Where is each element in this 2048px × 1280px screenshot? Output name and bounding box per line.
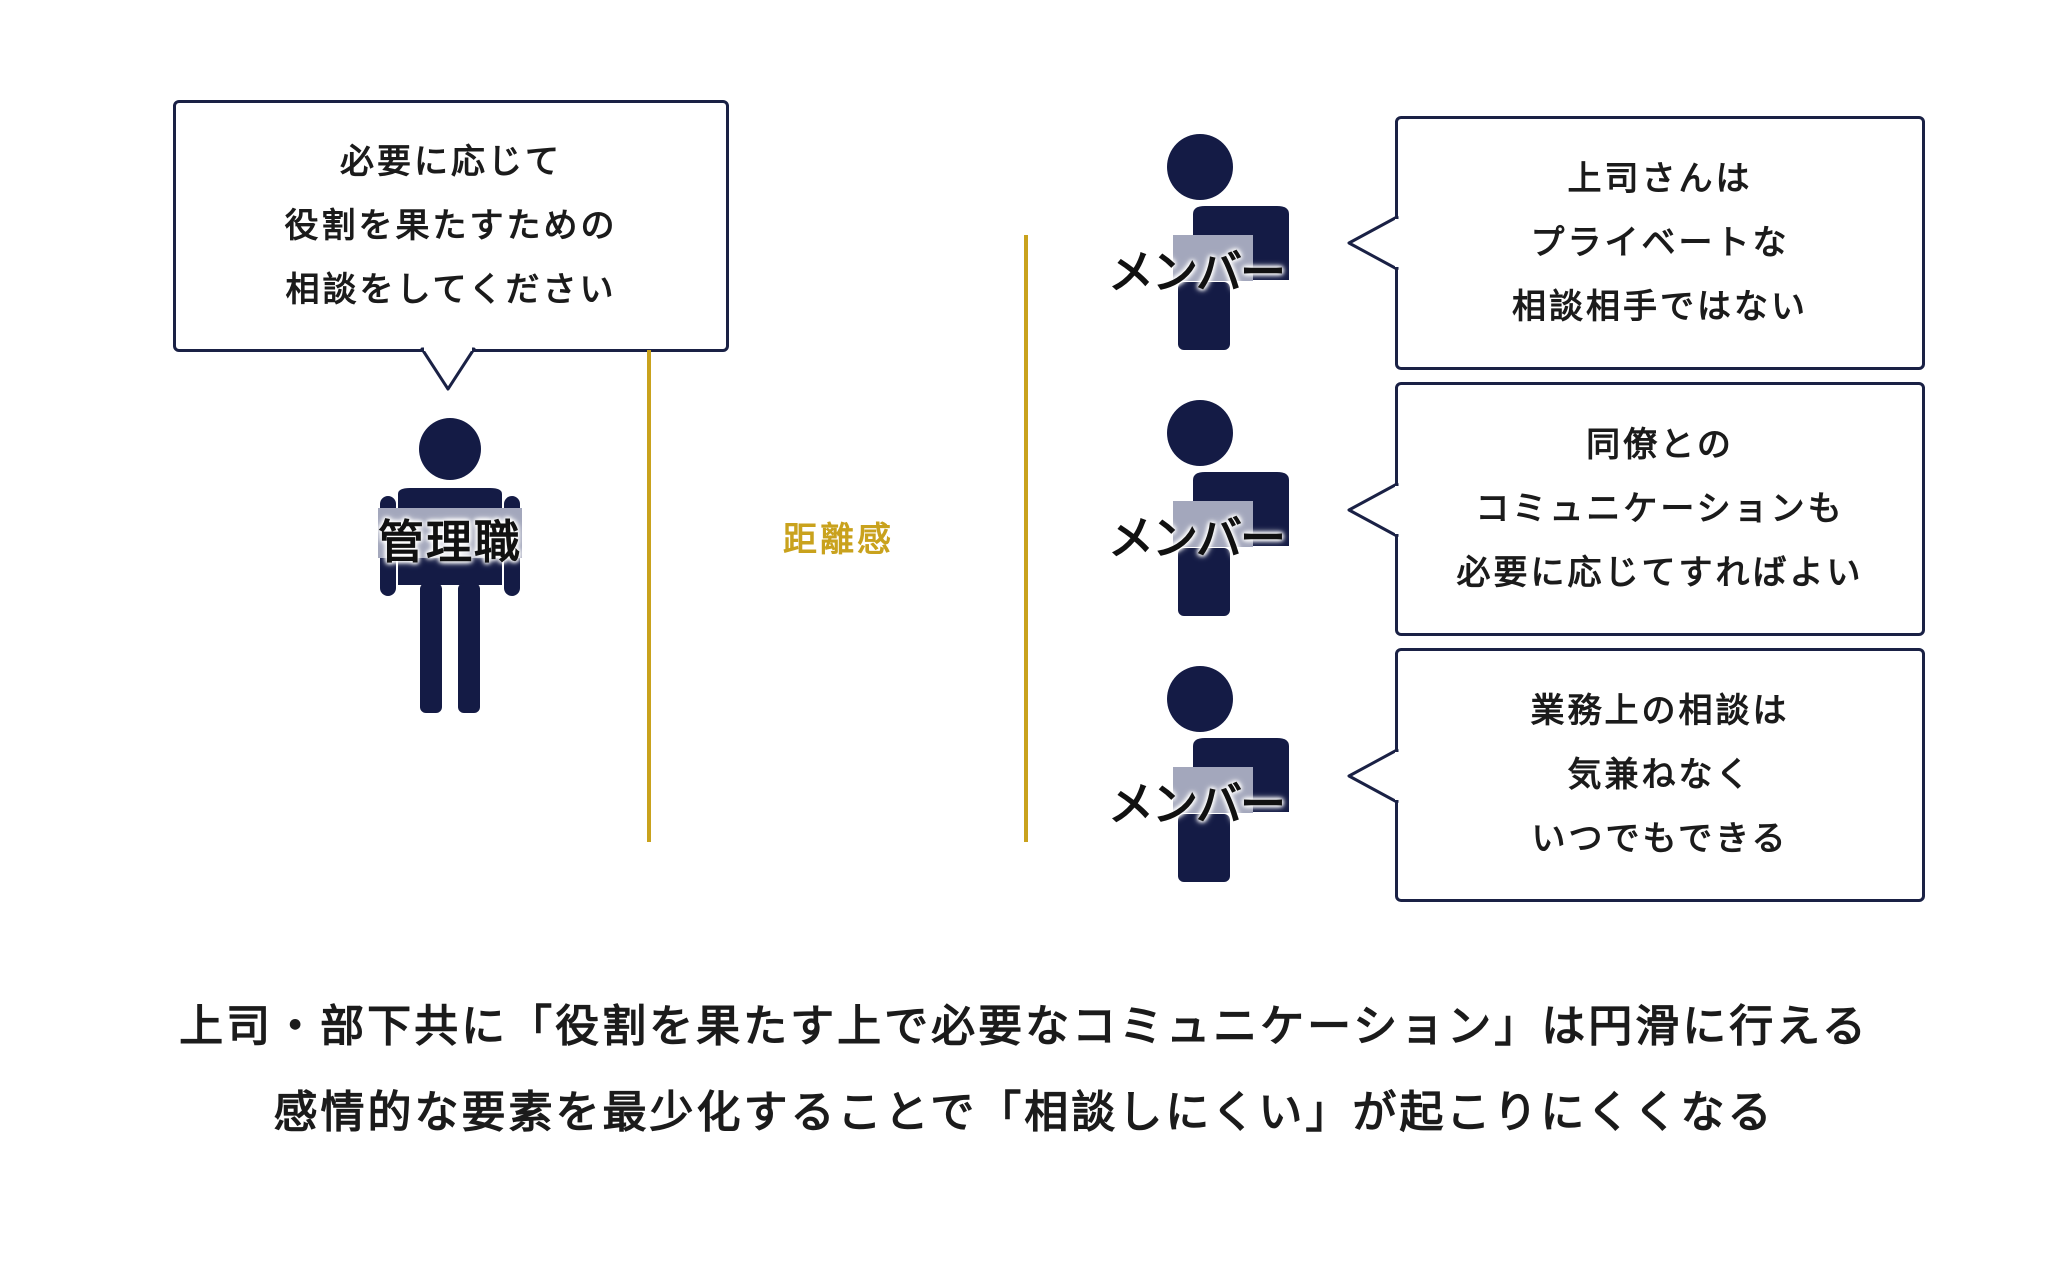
member-3-speech-bubble: 業務上の相談は 気兼ねなく いつでもできる: [1395, 648, 1925, 902]
member-2-bubble-tail: [1347, 482, 1401, 538]
member-1-bubble-line-2: プライベートな: [1530, 223, 1790, 263]
member-1-bubble-line-1: 上司さんは: [1567, 159, 1753, 199]
manager-label: 管理職: [378, 515, 522, 569]
manager-bubble-line-3: 相談をしてください: [285, 270, 617, 310]
manager-bubble-tail: [420, 345, 476, 391]
manager-bubble-line-1: 必要に応じて: [340, 142, 562, 182]
member-2-bubble-line-3: 必要に応じてすればよい: [1456, 553, 1864, 593]
divider-line-right: [1024, 235, 1028, 842]
member-1-bubble-tail: [1347, 215, 1401, 271]
divider-line-left: [647, 350, 651, 842]
member-2-bubble-line-2: コミュニケーションも: [1475, 489, 1845, 529]
manager-bubble-line-2: 役割を果たすための: [284, 206, 618, 246]
member-3-bubble-line-1: 業務上の相談は: [1530, 691, 1790, 731]
member-3-bubble-line-3: いつでもできる: [1531, 819, 1789, 859]
member-2-person-icon: [1167, 400, 1289, 616]
member-3-bubble-tail: [1347, 748, 1401, 804]
member-3-label: メンバー: [1108, 777, 1286, 831]
conclusion-line-1: 上司・部下共に「役割を果たす上で必要なコミュニケーション」は円滑に行える: [179, 1001, 1869, 1052]
member-2-speech-bubble: 同僚との コミュニケーションも 必要に応じてすればよい: [1395, 382, 1925, 636]
member-2-bubble-line-1: 同僚との: [1586, 425, 1734, 465]
distance-label: 距離感: [783, 520, 894, 560]
member-2-label: メンバー: [1108, 511, 1286, 565]
conclusion-line-2: 感情的な要素を最少化することで「相談しにくい」が起こりにくくなる: [273, 1087, 1775, 1138]
member-1-bubble-line-3: 相談相手ではない: [1512, 287, 1808, 327]
member-1-person-icon: [1167, 134, 1289, 350]
member-3-bubble-line-2: 気兼ねなく: [1567, 755, 1753, 795]
member-1-label: メンバー: [1108, 245, 1286, 299]
manager-speech-bubble: 必要に応じて 役割を果たすための 相談をしてください: [173, 100, 729, 352]
member-3-person-icon: [1167, 666, 1289, 882]
manager-person-icon: [378, 418, 522, 713]
member-1-speech-bubble: 上司さんは プライベートな 相談相手ではない: [1395, 116, 1925, 370]
